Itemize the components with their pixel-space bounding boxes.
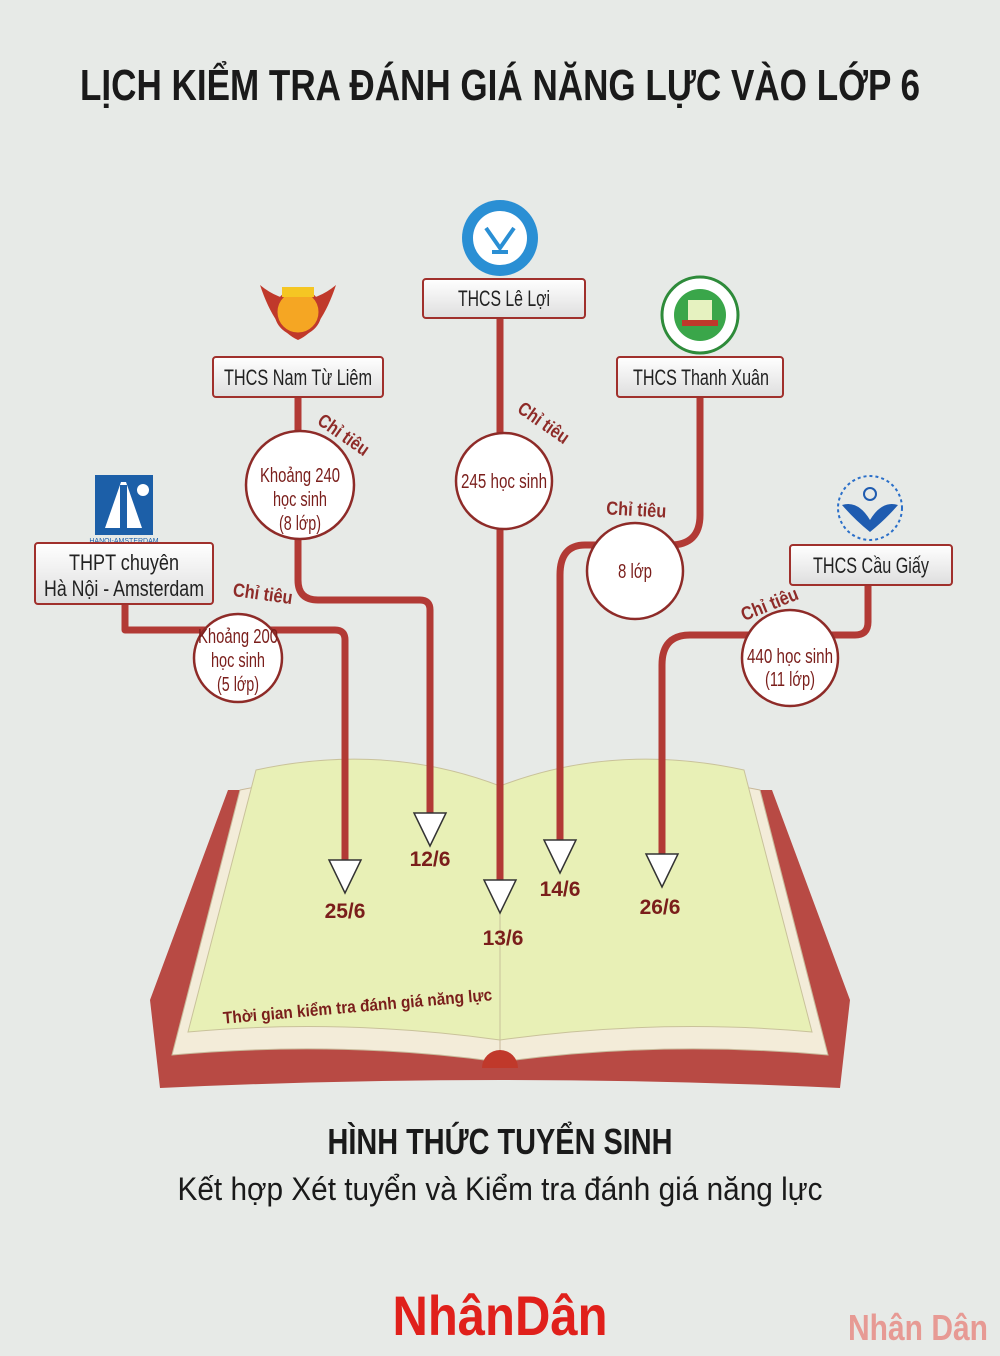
date-le-loi: 13/6 [483, 927, 524, 950]
svg-text:THCS Lê Lợi: THCS Lê Lợi [458, 286, 550, 311]
svg-text:Chỉ tiêu: Chỉ tiêu [232, 580, 294, 609]
svg-text:(5 lớp): (5 lớp) [217, 674, 259, 696]
date-amsterdam: 25/6 [325, 900, 366, 923]
svg-text:440 học sinh: 440 học sinh [747, 646, 833, 668]
svg-text:THCS Thanh Xuân: THCS Thanh Xuân [633, 365, 769, 390]
nam-tu-liem-logo [260, 285, 336, 340]
date-cau-giay: 26/6 [640, 896, 681, 919]
quota-le-loi: Chỉ tiêu 245 học sinh [454, 398, 573, 531]
date-thanh-xuan: 14/6 [540, 878, 581, 901]
svg-text:Hà Nội - Amsterdam: Hà Nội - Amsterdam [44, 576, 204, 601]
quota-cau-giay: Chỉ tiêu 440 học sinh (11 lớp) [738, 584, 840, 708]
connector-amsterdam [121, 604, 349, 862]
page-title: LỊCH KIỂM TRA ĐÁNH GIÁ NĂNG LỰC VÀO LỚP … [80, 59, 920, 110]
arrow-down-icon [482, 879, 518, 915]
arrow-down-icon [644, 853, 680, 889]
date-nam-tu-liem: 12/6 [410, 848, 451, 871]
hanoi-amsterdam-logo: HANOI-AMSTERDAM [89, 475, 159, 545]
svg-text:THCS Nam Từ Liêm: THCS Nam Từ Liêm [224, 365, 372, 390]
svg-text:Chỉ tiêu: Chỉ tiêu [606, 498, 667, 522]
svg-text:(11 lớp): (11 lớp) [765, 669, 815, 691]
school-box-nam-tu-liem: THCS Nam Từ Liêm [212, 356, 384, 398]
nhandan-logo: NhânDân [393, 1284, 608, 1347]
school-box-amsterdam: THPT chuyên Hà Nội - Amsterdam [34, 542, 214, 605]
le-loi-logo [462, 200, 538, 276]
watermark: Nhân Dân [848, 1307, 988, 1348]
svg-text:Khoảng 200: Khoảng 200 [198, 626, 278, 648]
cau-giay-logo [837, 475, 903, 541]
svg-text:học sinh: học sinh [273, 489, 327, 511]
book-illustration [150, 758, 850, 1088]
connector-nam-tu-liem [294, 397, 434, 815]
svg-text:Khoảng 240: Khoảng 240 [260, 465, 340, 487]
school-box-le-loi: THCS Lê Lợi [422, 278, 586, 319]
svg-text:THPT chuyên: THPT chuyên [69, 550, 179, 575]
svg-text:8 lớp: 8 lớp [618, 561, 652, 583]
arrow-down-icon [327, 859, 363, 895]
svg-text:(8 lớp): (8 lớp) [279, 513, 321, 535]
svg-text:THCS Cầu Giấy: THCS Cầu Giấy [813, 553, 929, 578]
svg-text:245 học sinh: 245 học sinh [461, 471, 547, 493]
quota-thanh-xuan: Chỉ tiêu 8 lớp [585, 498, 685, 621]
svg-text:HANOI-AMSTERDAM: HANOI-AMSTERDAM [89, 538, 158, 545]
school-box-thanh-xuan: THCS Thanh Xuân [616, 356, 784, 398]
school-box-cau-giay: THCS Cầu Giấy [789, 544, 953, 586]
arrow-down-icon [542, 839, 578, 875]
admission-heading: HÌNH THỨC TUYỂN SINH [328, 1120, 673, 1162]
quota-amsterdam: Chỉ tiêu Khoảng 200 học sinh (5 lớp) [192, 580, 294, 704]
quota-nam-tu-liem: Chỉ tiêu Khoảng 240 học sinh (8 lớp) [244, 410, 373, 541]
arrow-down-icon [412, 812, 448, 848]
admission-text: Kết hợp Xét tuyển và Kiểm tra đánh giá n… [178, 1171, 823, 1207]
svg-text:học sinh: học sinh [211, 650, 265, 672]
thanh-xuan-logo [660, 275, 740, 355]
